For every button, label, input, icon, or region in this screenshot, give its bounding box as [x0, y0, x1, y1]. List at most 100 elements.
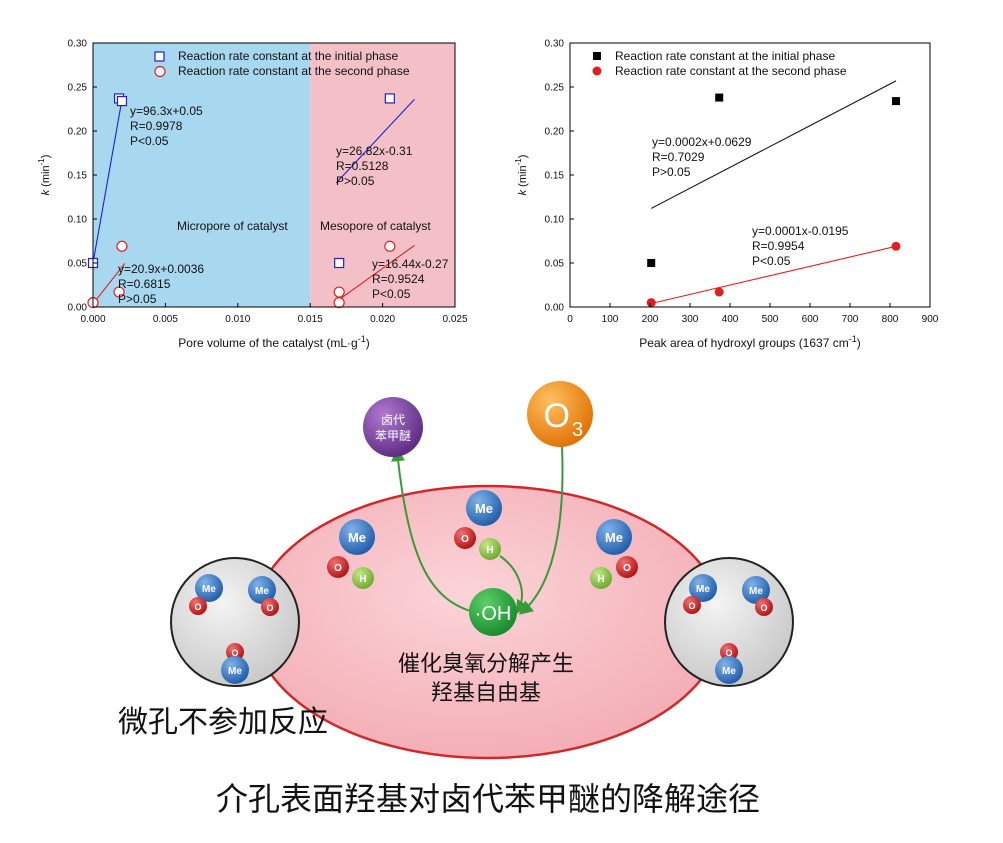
- micropore-region: [93, 43, 311, 307]
- data-point: [116, 95, 128, 107]
- oh-to-product-arrow: [391, 447, 475, 613]
- o-atom-label: O: [266, 603, 273, 613]
- me-atom: [689, 574, 717, 602]
- h-atom-label: H: [486, 545, 493, 556]
- o-atom: [755, 598, 773, 616]
- y-axis-label: k (min-1): [514, 155, 529, 196]
- data-point: [647, 259, 656, 267]
- center-caption-line2: 羟基自由基: [431, 681, 541, 706]
- me-atom: [339, 519, 375, 555]
- y-axis-label-sup: -1: [37, 158, 46, 166]
- fit-equation-text: P<0.05: [130, 134, 169, 148]
- fit-equation-text: P<0.05: [372, 287, 411, 301]
- legend-marker: [154, 65, 166, 78]
- x-tick-label: 0.015: [298, 314, 323, 325]
- me-o-pair: Me O: [189, 574, 223, 615]
- fit-line: [92, 99, 123, 264]
- fit-equation-text: R=0.9954: [752, 239, 805, 253]
- o-atom: [189, 597, 207, 615]
- fit-equation-text: R=0.6815: [118, 277, 171, 291]
- haloanisole-label-line2: 苯甲醚: [375, 429, 411, 443]
- x-tick-label: 0: [567, 314, 573, 325]
- y-tick-label: 0.00: [68, 303, 88, 314]
- ozone-to-oh-arrow: [518, 445, 564, 615]
- y-axis-label-unit: (min: [517, 165, 529, 189]
- y-tick-label: 0.10: [545, 215, 565, 226]
- data-point: [334, 257, 345, 269]
- x-tick-label: 300: [682, 314, 699, 325]
- plot-frame: [569, 42, 931, 308]
- o-atom: [327, 556, 349, 578]
- y-axis-label: k (min-1): [37, 155, 52, 196]
- fit-line: [335, 244, 415, 303]
- pore-volume-chart: Micropore of catalyst Mesopore of cataly…: [37, 39, 468, 351]
- haloanisole-molecule: [363, 397, 423, 457]
- me-o-pair: O Me: [221, 643, 249, 684]
- y-tick-label: 0.30: [545, 39, 565, 50]
- ozone-molecule: [527, 381, 593, 447]
- legend-entry: Reaction rate constant at the initial ph…: [178, 49, 398, 63]
- h-atom-label: H: [597, 574, 604, 585]
- o-atom: [616, 556, 638, 578]
- legend-entry: Reaction rate constant at the second pha…: [615, 64, 847, 78]
- data-point: [384, 93, 395, 104]
- x-tick-label: 500: [762, 314, 779, 325]
- legend-entry: Reaction rate constant at the initial ph…: [615, 49, 835, 63]
- o-atom: [683, 596, 701, 614]
- legend-marker: [593, 52, 601, 60]
- me-atom-label: Me: [202, 584, 216, 595]
- x-tick-label: 200: [642, 314, 659, 325]
- fit-equation-text: y=20.9x+0.0036: [118, 262, 204, 276]
- data-point: [892, 97, 900, 106]
- legend: Reaction rate constant at the initial ph…: [154, 49, 410, 78]
- o-atom: [226, 643, 244, 661]
- me-atom: [221, 656, 249, 684]
- surface-hydroxyl-center: Me O H: [454, 490, 502, 560]
- o-atom-label: O: [623, 563, 631, 574]
- x-axis-label-main: Peak area of hydroxyl groups (1637 cm: [639, 336, 848, 350]
- me-atom: [742, 576, 770, 604]
- x-tick-label: 0.000: [80, 314, 105, 325]
- y-tick-label: 0.05: [68, 259, 88, 270]
- y-tick-label: 0.25: [68, 83, 88, 94]
- o-atom-label: O: [760, 603, 767, 613]
- y-axis-label-k: k: [40, 189, 52, 195]
- x-tick-label: 700: [842, 314, 859, 325]
- y-axis-label-unit: (min: [40, 165, 52, 189]
- x-tick-label: 100: [602, 314, 619, 325]
- data-point: [384, 240, 396, 252]
- o-atom-label: O: [725, 648, 732, 658]
- fit-line: [335, 98, 415, 184]
- fit-equation-labels: y=0.0002x+0.0629R=0.7029P>0.05y=0.0001x-…: [652, 135, 849, 268]
- x-axis-label-sup: -1: [849, 334, 857, 344]
- fit-line: [650, 80, 897, 209]
- me-atom-label: Me: [749, 586, 763, 597]
- data-point: [333, 297, 345, 309]
- fit-line: [92, 263, 126, 305]
- o-atom-label: O: [688, 601, 695, 611]
- x-tick-label: 400: [722, 314, 739, 325]
- fit-equation-text: R=0.9524: [372, 272, 425, 286]
- o-atom-label: O: [194, 602, 201, 612]
- y-tick-label: 0.20: [68, 127, 88, 138]
- o-atom-label: O: [231, 648, 238, 658]
- hydroxyl-radical-label: ·OH: [475, 603, 512, 625]
- me-o-pair: O Me: [715, 643, 743, 684]
- surface-hydroxyl-right: Me O H: [590, 519, 638, 589]
- o-atom-label: O: [461, 534, 469, 545]
- fit-lines: [92, 98, 415, 305]
- fit-equation-text: P<0.05: [752, 254, 791, 268]
- micropore-note: 微孔不参加反应: [118, 705, 328, 740]
- x-tick-label: 900: [922, 314, 939, 325]
- ozone-label: O: [544, 397, 570, 435]
- data-points: [646, 93, 901, 308]
- fit-equation-text: y=0.0001x-0.0195: [752, 224, 849, 238]
- h-atom-label: H: [359, 574, 366, 585]
- fit-equation-text: R=0.5128: [336, 159, 389, 173]
- fit-equation-text: y=26.82x-0.31: [336, 144, 413, 158]
- me-atom: [195, 574, 223, 602]
- haloanisole-label-line1: 卤代: [381, 413, 405, 427]
- data-point: [714, 287, 724, 297]
